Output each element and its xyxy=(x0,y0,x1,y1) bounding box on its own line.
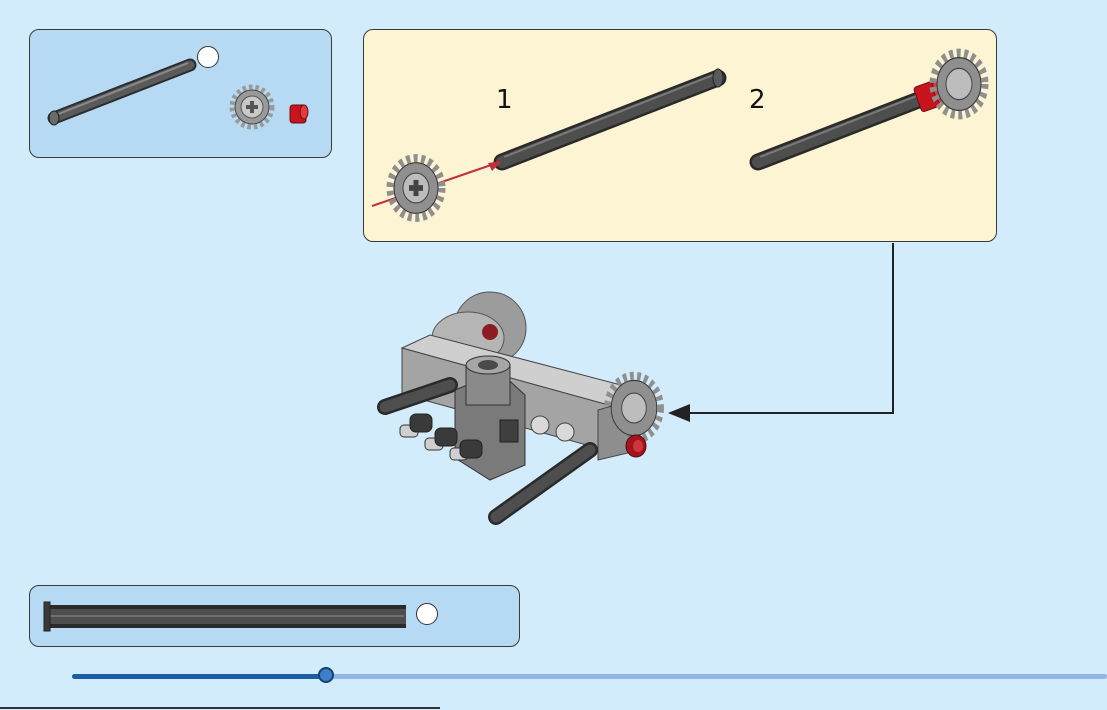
axle-icon xyxy=(44,602,406,631)
ruler-axle-art xyxy=(30,586,521,648)
bottom-divider xyxy=(0,707,440,709)
ruler-panel xyxy=(29,585,520,647)
progress-thumb[interactable] xyxy=(318,667,334,683)
progress-fill xyxy=(72,674,326,679)
ruler-qty-bubble xyxy=(416,603,438,625)
